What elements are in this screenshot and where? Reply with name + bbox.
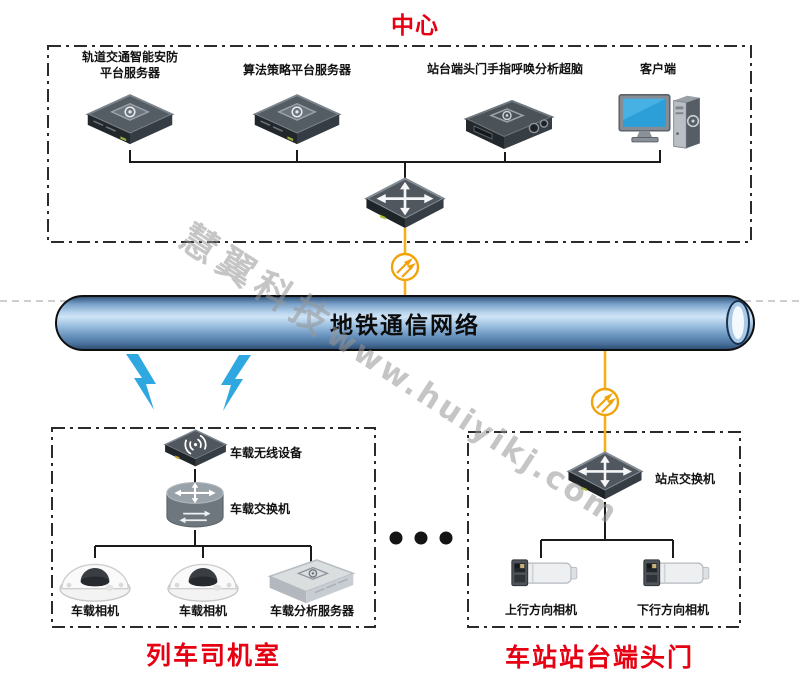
analysis-brain-icon [450, 96, 560, 158]
onboard-switch-icon [164, 478, 226, 533]
lightning-bolt-icon [221, 355, 251, 411]
device-label: 车载相机 [178, 604, 227, 618]
device-label: 下行方向相机 [636, 603, 709, 617]
device-label: 站台端头门手指呼唤分析超脑 [426, 62, 583, 76]
station-switch-icon [565, 450, 645, 504]
device-label: 站点交换机 [655, 472, 716, 486]
ellipsis-dots [389, 531, 453, 545]
device-label: 上行方向相机 [504, 603, 577, 617]
platform-zone-title: 车站站台端头门 [505, 643, 695, 672]
device-label: 车载相机 [70, 604, 119, 618]
bullet-camera-icon [633, 553, 713, 595]
rack-server-icon [82, 90, 178, 154]
device-label: 客户端 [639, 62, 676, 76]
device-label: 车载交换机 [230, 502, 291, 516]
fiber-link-icon [390, 252, 420, 282]
train-cab-zone-title: 列车司机室 [146, 641, 282, 670]
device-label: 车载无线设备 [230, 446, 303, 460]
dome-camera-icon [57, 551, 133, 603]
wireless-device-icon [159, 428, 232, 470]
fiber-link-icon [590, 387, 620, 417]
train-cab-zone-border [51, 427, 376, 628]
pipe-label: 地铁通信网络 [330, 313, 480, 339]
bullet-camera-icon [501, 553, 581, 595]
network-switch-icon [363, 176, 447, 233]
center-zone-title: 中心 [391, 13, 439, 39]
dome-camera-icon [165, 551, 241, 603]
ethernet-lines [94, 150, 674, 562]
pipe-opening [726, 300, 750, 345]
device-label: 车载分析服务器 [269, 604, 354, 618]
lightning-bolt-icon [126, 354, 156, 410]
center-zone-border [47, 45, 752, 243]
desktop-client-icon [616, 88, 706, 156]
onboard-analysis-server-icon [261, 556, 361, 612]
device-label: 算法策略平台服务器 [242, 63, 351, 77]
rack-server-icon [249, 90, 345, 154]
metro-network-pipe: 地铁通信网络 [55, 295, 755, 351]
device-label: 轨道交通智能安防平台服务器 [81, 50, 178, 80]
